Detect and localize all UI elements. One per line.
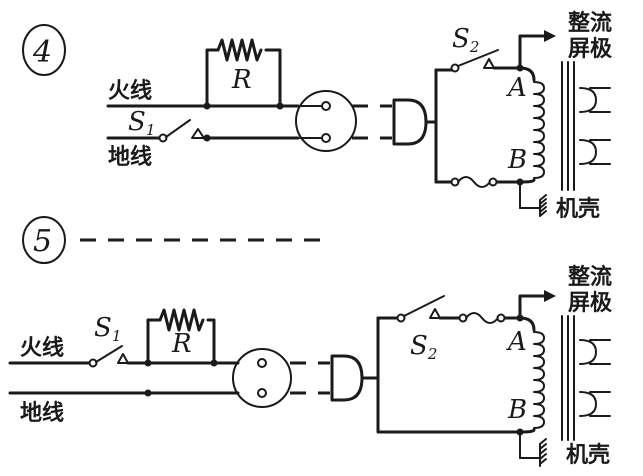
switch-s1-contact <box>158 133 168 143</box>
ground-wire-label: 地线 <box>108 144 152 170</box>
arrow-icon <box>544 290 556 302</box>
resistor-zigzag <box>216 38 263 62</box>
rectifier-label-line1: 整流 <box>568 264 612 290</box>
socket-hole <box>257 388 267 398</box>
switch-s1-blade <box>165 119 191 138</box>
socket-hole <box>321 101 331 111</box>
switch-s1-label: S1 <box>94 313 121 345</box>
switch-s2-letter: S <box>452 24 470 54</box>
branch-bus <box>376 316 522 434</box>
plug-dashed-link <box>290 361 330 395</box>
junction-dot <box>203 134 211 142</box>
ground-wire-label: 地线 <box>20 400 64 426</box>
diagram-number-circle <box>22 24 66 76</box>
junction-dot <box>144 389 152 397</box>
switch-s2-contact <box>429 308 441 319</box>
power-plug <box>392 98 428 146</box>
switch-s2-blade <box>403 295 445 317</box>
coil-bottom-lead <box>518 178 536 184</box>
socket-hole <box>321 133 331 143</box>
fuse-terminal <box>496 313 506 323</box>
power-plug <box>330 354 364 402</box>
switch-s1-contact <box>117 353 129 364</box>
fuse-terminal <box>488 177 498 187</box>
terminal-b-label: B <box>507 395 527 425</box>
fuse-element <box>457 176 491 188</box>
resistor-right-lead <box>206 318 216 365</box>
switch-s2-label: S2 <box>452 24 479 56</box>
terminal-b-label: B <box>507 145 527 175</box>
transformer-core <box>561 315 575 441</box>
switch-s1-blade <box>95 345 123 363</box>
resistor-label: R <box>231 65 252 95</box>
switch-s2-contact <box>396 313 406 323</box>
junction-dot <box>144 359 152 367</box>
switch-s1-contact <box>191 128 205 139</box>
switch-s2-blade <box>457 49 499 67</box>
resistor-left-lead <box>146 318 162 365</box>
transformer-secondary-coil <box>579 339 611 365</box>
rectifier-label-line1: 整流 <box>568 10 612 36</box>
switch-s2-subscript: 2 <box>469 38 480 56</box>
fuse-element <box>465 312 499 324</box>
diagram-number: 4 <box>32 35 52 70</box>
rectifier-plate-lead <box>518 294 546 320</box>
transformer-core <box>561 61 575 191</box>
chassis-ground-icon <box>519 438 547 467</box>
switch-s2-label: S2 <box>410 331 437 363</box>
junction-dot <box>210 359 218 367</box>
diagram-4: 4 R S1 火线 地线 <box>22 10 613 222</box>
plug-dashed-link <box>352 104 392 140</box>
diagram-5: 5 S1 火线 R 地线 <box>8 216 613 468</box>
resistor-left-lead <box>205 48 220 108</box>
switch-s1-letter: S <box>128 107 146 137</box>
rectifier-label-line2: 屏极 <box>568 37 613 62</box>
resistor-label: R <box>171 329 192 359</box>
rectifier-plate-lead <box>518 34 546 70</box>
rectifier-label-line2: 屏极 <box>568 291 613 316</box>
power-socket <box>232 348 292 408</box>
switch-s1-label: S1 <box>128 107 155 139</box>
power-socket <box>295 90 357 152</box>
transformer-secondary-coil <box>579 87 611 113</box>
diagram-number: 5 <box>33 224 52 259</box>
junction-dot <box>276 102 284 110</box>
resistor-zigzag <box>158 308 205 332</box>
terminal-a-label: A <box>506 73 527 103</box>
switch-s2-subscript: 2 <box>427 345 438 363</box>
resistor-right-lead <box>264 48 282 108</box>
switch-s1-subscript: 1 <box>146 121 156 139</box>
switch-s1-subscript: 1 <box>112 327 122 345</box>
diagram-number-circle <box>22 216 66 264</box>
chassis-label: 机壳 <box>556 197 600 222</box>
transformer-secondary-coil <box>579 391 611 417</box>
socket-leads <box>299 105 323 139</box>
switch-s2-letter: S <box>410 331 428 361</box>
switch-s2-contact <box>450 63 460 73</box>
terminal-a-dot <box>516 314 524 322</box>
terminal-a-label: A <box>506 327 527 357</box>
switch-s1-letter: S <box>94 313 112 343</box>
junction-dot <box>203 102 211 110</box>
transformer-primary-coil <box>533 329 545 431</box>
transformer-secondary-coil <box>579 139 611 165</box>
coil-bottom-lead <box>518 428 536 434</box>
switch-s2-contact <box>483 58 495 69</box>
chassis-ground-icon <box>519 194 547 217</box>
chassis-label: 机壳 <box>566 443 610 468</box>
transformer-primary-coil <box>533 79 545 181</box>
live-wire-label: 火线 <box>20 335 64 361</box>
arrow-icon <box>544 30 556 42</box>
live-wire-label: 火线 <box>108 78 152 104</box>
socket-hole <box>257 358 267 368</box>
switch-s1-contact <box>88 358 98 368</box>
terminal-a-dot <box>516 64 524 72</box>
